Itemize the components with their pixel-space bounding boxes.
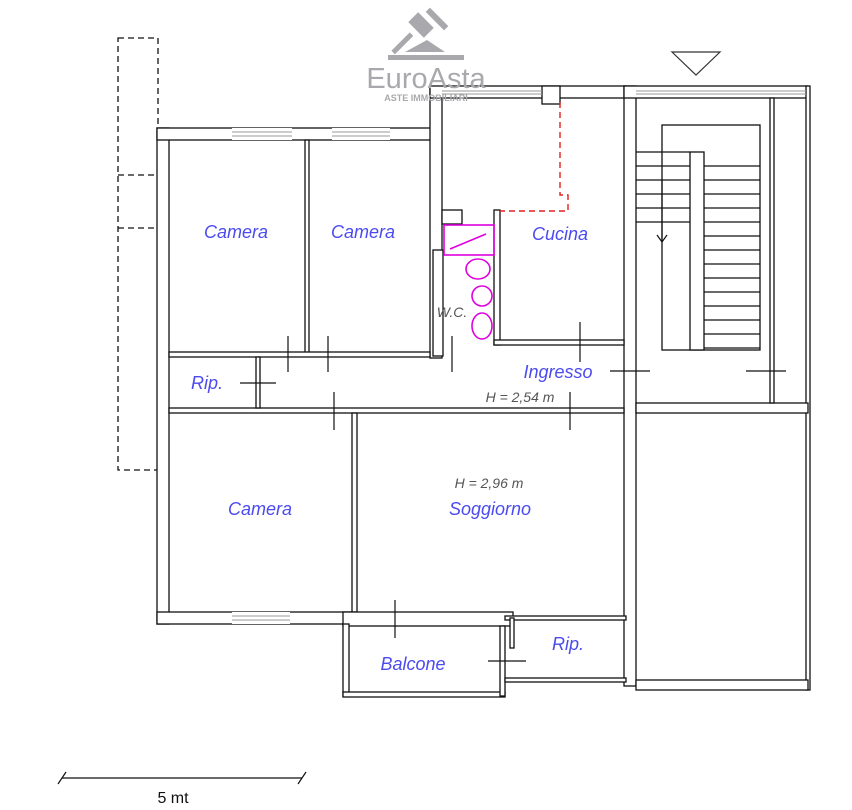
room-label-soggiorno: Soggiorno [449, 499, 531, 519]
logo-tagline: ASTE IMMOBILIARI [384, 93, 468, 103]
scale-label: 5 mt [157, 790, 189, 807]
room-label-camera-3: Camera [228, 499, 292, 519]
room-label-ingresso: Ingresso [523, 362, 592, 382]
north-arrow-icon [670, 51, 722, 76]
height-soggiorno: H = 2,96 m [455, 475, 524, 491]
room-label-rip-2: Rip. [552, 634, 584, 654]
demolition-outline [500, 102, 569, 212]
shower-icon [443, 224, 495, 256]
door-markers [240, 322, 786, 662]
height-ingresso: H = 2,54 m [486, 389, 555, 405]
staircase [636, 51, 761, 351]
scale-bar: 5 mt [57, 771, 307, 807]
logo-name: EuroAsta [366, 63, 486, 95]
room-label-rip-1: Rip. [191, 373, 223, 393]
bathroom-fixtures [443, 224, 495, 340]
toilet-icon [465, 258, 491, 280]
sink-icon [471, 312, 493, 340]
room-label-camera-2: Camera [331, 222, 395, 242]
room-label-cucina: Cucina [532, 224, 588, 244]
bidet-icon [471, 285, 493, 307]
room-label-camera-1: Camera [204, 222, 268, 242]
windows [232, 90, 806, 624]
dashed-outline-left [117, 37, 159, 471]
euroasta-logo: EuroAsta ASTE IMMOBILIARI [366, 7, 487, 103]
room-label-wc: W.C. [437, 304, 468, 320]
room-label-balcone: Balcone [380, 654, 445, 674]
